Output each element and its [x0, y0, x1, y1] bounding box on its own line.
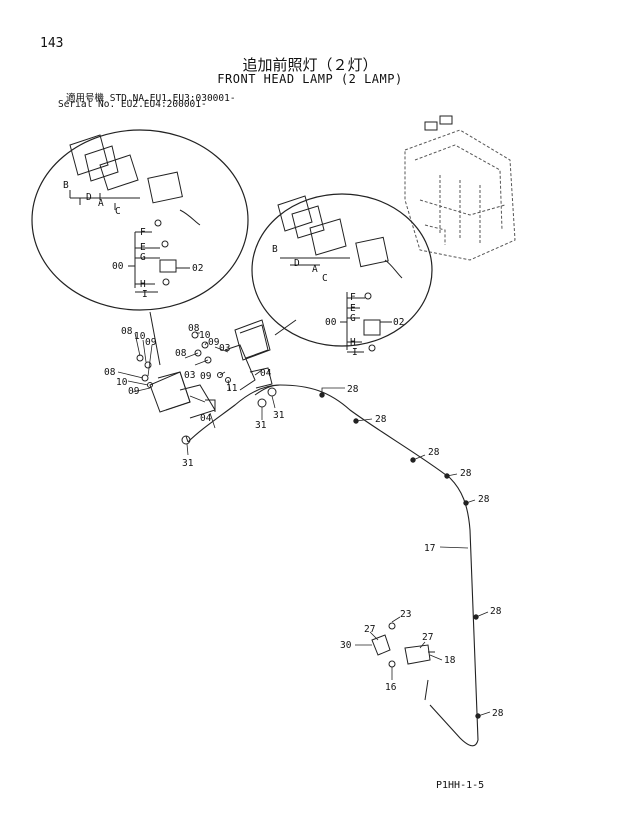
callout-31-a: 31: [182, 458, 194, 469]
callout-09-d: 09: [200, 371, 212, 382]
cab-lamp-mark-2: [439, 115, 453, 125]
right-lamp-assembly: [191, 319, 273, 391]
callout-d2-a: A: [312, 264, 318, 275]
callout-03-a: 03: [184, 370, 195, 381]
callout-08-c: 08: [188, 323, 200, 334]
callout-d1-e: E: [140, 242, 146, 253]
callout-d1-f: F: [140, 227, 146, 238]
callout-28-c: 28: [428, 447, 440, 458]
callout-28-g: 28: [492, 708, 504, 719]
callout-d2-00: 00: [325, 317, 337, 328]
relay-assembly: [371, 622, 435, 668]
callout-08-b: 08: [104, 367, 116, 378]
detail-bubble-2: [251, 193, 433, 353]
footer-code: P1HH-1-5: [436, 780, 485, 791]
callout-04-a: 04: [200, 413, 212, 424]
callout-d1-c: C: [115, 206, 121, 217]
callout-d1-02: 02: [192, 263, 203, 274]
callout-28-d: 28: [460, 468, 472, 479]
cab-lamp-mark-1: [424, 121, 438, 131]
callout-d2-e: E: [350, 303, 356, 314]
callout-31-b: 31: [255, 420, 267, 431]
serial-line-2: Serial No. EU2.EU4:200001-: [58, 99, 207, 110]
callout-d1-00: 00: [112, 261, 124, 272]
callout-28-b: 28: [375, 414, 387, 425]
callout-09-a: 09: [145, 337, 157, 348]
callout-31-c: 31: [273, 410, 285, 421]
harness-lower-end: [424, 679, 429, 701]
callout-d2-c: C: [322, 273, 328, 284]
callout-08-d: 08: [175, 348, 187, 359]
callout-d1-g: G: [140, 252, 146, 263]
page-title: FRONT HEAD LAMP (2 LAMP): [217, 72, 403, 86]
callout-30: 30: [340, 640, 352, 651]
detail-bubble-1: [31, 129, 249, 311]
callout-17: 17: [424, 543, 435, 554]
callout-28-e: 28: [478, 494, 490, 505]
callout-d1-i: I: [142, 289, 148, 300]
leader-lines: [117, 332, 491, 717]
callout-09-c: 09: [208, 337, 220, 348]
callout-28-f: 28: [490, 606, 502, 617]
callout-27-b: 27: [422, 632, 433, 643]
cab-outline: [404, 129, 516, 261]
callout-10-b: 10: [116, 377, 128, 388]
serial-line-1: 適用号機 STD.NA.EU1.EU3:030001-: [66, 93, 236, 104]
callout-d2-h: H: [350, 337, 356, 348]
callout-08-a: 08: [121, 326, 133, 337]
bubble-2-pointer: [274, 319, 297, 336]
callout-d1-h: H: [140, 279, 146, 290]
connector-31-c: [267, 387, 277, 397]
callout-27-a: 27: [364, 624, 375, 635]
callout-16: 16: [385, 682, 397, 693]
harness-branch-1: [254, 384, 281, 396]
harness-end: [185, 435, 189, 443]
harness-clamps: [319, 392, 481, 719]
callout-d1-a: A: [98, 198, 104, 209]
page-number: 143: [40, 36, 64, 51]
callout-04-b: 04: [260, 368, 272, 379]
callout-03-b: 03: [219, 343, 230, 354]
callout-d2-f: F: [350, 292, 356, 303]
left-lamp-assembly: [136, 354, 216, 419]
callout-18: 18: [444, 655, 456, 666]
callout-23: 23: [400, 609, 411, 620]
callout-d1-d: D: [86, 192, 92, 203]
callout-d2-02: 02: [393, 317, 404, 328]
callout-d2-g: G: [350, 313, 356, 324]
callout-11: 11: [226, 383, 238, 394]
callout-28-a: 28: [347, 384, 359, 395]
connector-31-a: [181, 435, 191, 445]
callout-10-c: 10: [199, 330, 211, 341]
bubble-1-pointer: [149, 311, 161, 366]
callout-09-b: 09: [128, 386, 140, 397]
callout-10-a: 10: [134, 331, 146, 342]
wire-harness: [187, 384, 479, 747]
callout-d2-i: I: [352, 347, 358, 358]
callout-d2-b: B: [272, 244, 278, 255]
callout-d1-b: B: [63, 180, 69, 191]
callout-d2-d: D: [294, 258, 300, 269]
page-title-japanese: 追加前照灯（２灯）: [242, 56, 378, 74]
connector-31-b: [257, 398, 267, 408]
